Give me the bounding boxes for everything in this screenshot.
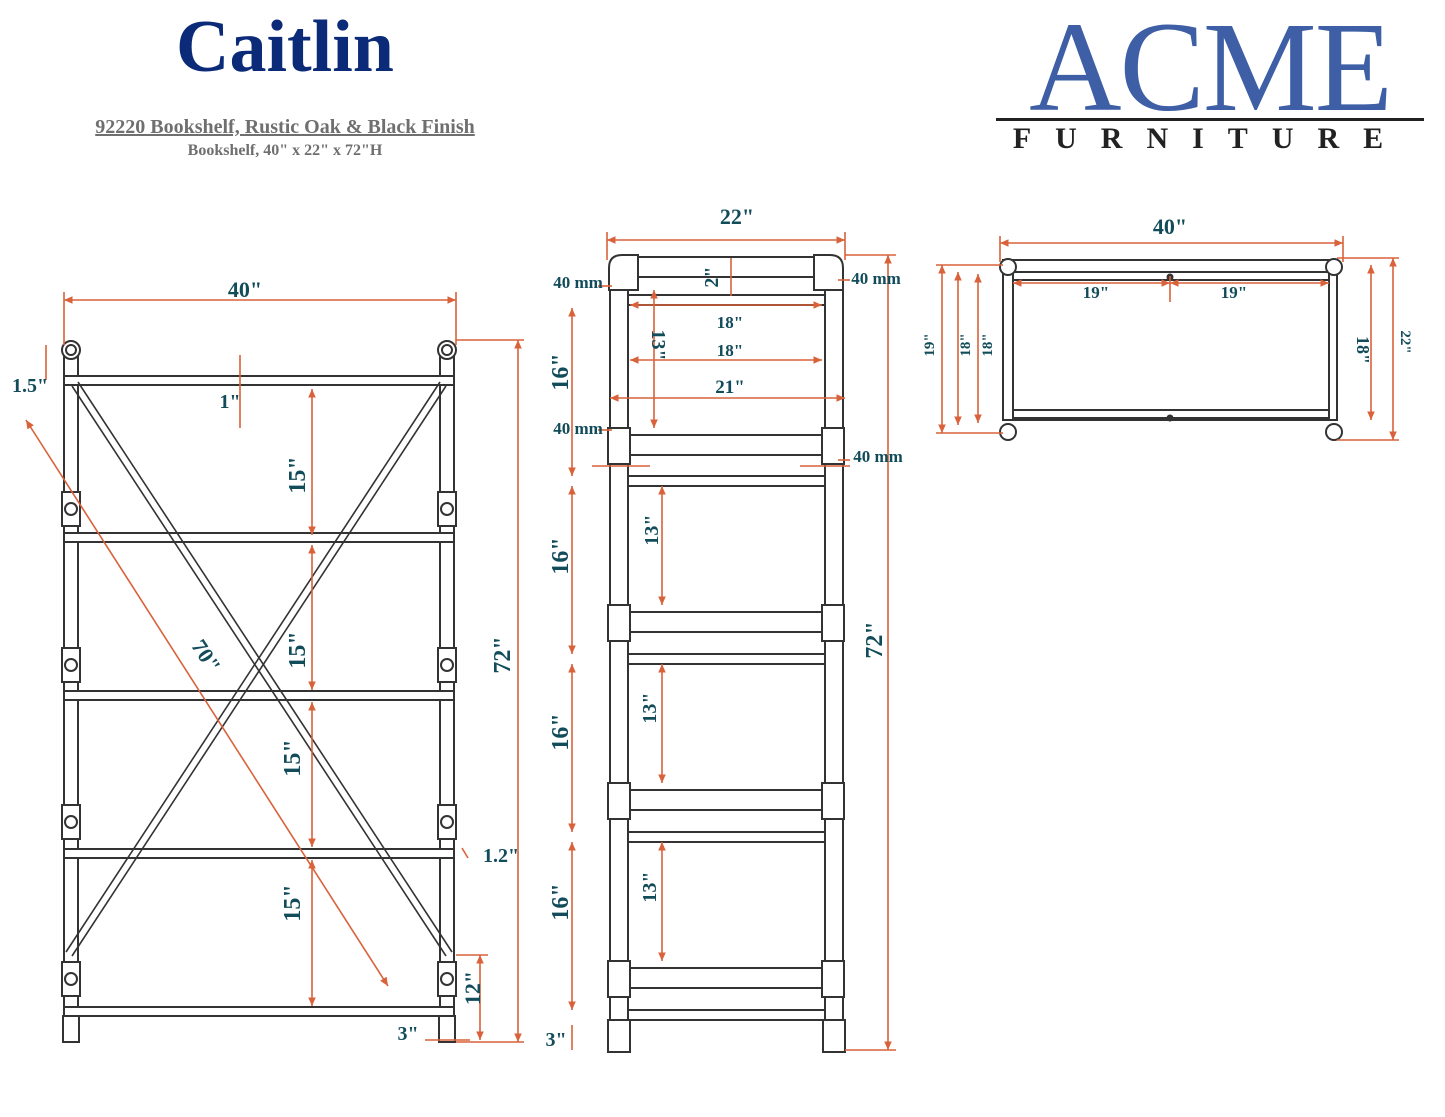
product-size-line: Bookshelf, 40" x 22" x 72"H [187,142,383,159]
side-dimension-lines [568,232,896,1051]
top-depth-left-1: 19" [922,333,938,356]
side-tube-label-3: 40 mm [553,419,603,438]
front-left-top-cap [61,340,81,360]
side-depth-label: 22" [720,204,754,229]
side-left-foot [607,1019,631,1053]
side-tube-label-2: 40 mm [851,269,901,288]
front-x-brace [65,381,453,957]
side-tube-label-1: 40 mm [553,273,603,292]
side-inner-width-3: 21" [715,377,745,398]
top-depth-left-3: 18" [980,333,996,356]
side-top-gap-label: 2" [701,266,723,287]
side-opening-1: 13" [647,329,669,360]
front-width-label: 40" [228,277,262,302]
side-opening-2: 13" [641,514,663,545]
front-height-label: 72" [490,636,516,673]
side-tier-2: 16" [548,537,574,574]
front-shelves [63,375,455,1017]
side-height-label: 72" [862,621,888,658]
front-dimension-lines [25,292,524,1043]
top-depth-left-2: 18" [958,333,974,356]
top-half-width-1: 19" [1083,283,1109,302]
front-right-foot [438,1015,456,1043]
front-view [61,340,457,1043]
side-view [607,254,846,1053]
acme-logo: ACME FURNITURE [994,0,1426,158]
side-shelves [627,294,826,1021]
side-joints [607,427,845,998]
front-top-gap-label: 1" [219,391,240,413]
front-spacing-4: 15" [280,884,306,921]
side-foot-height-label: 3" [545,1029,566,1051]
front-top-overhang-label: 1.5" [12,375,48,397]
top-depth-right-2: 22" [1397,330,1413,353]
side-opening-3: 13" [639,692,661,723]
logo-sub-text: FURNITURE [1012,122,1408,155]
logo-rule [996,118,1424,121]
top-width-label: 40" [1153,214,1187,239]
front-bottom-clearance-label: 12" [460,971,485,1005]
top-half-width-2: 19" [1221,283,1247,302]
front-spacing-1: 15" [285,456,311,493]
side-inner-width-2: 18" [717,341,743,360]
front-diagonal-label: 70" [186,635,226,677]
front-left-foot [62,1015,80,1043]
side-right-foot [822,1019,846,1053]
side-tier-3: 16" [548,713,574,750]
front-right-top-cap [437,340,457,360]
top-dimension-lines [936,236,1399,441]
product-title: Caitlin [176,6,394,88]
front-shelf-thickness-label: 1.2" [483,845,519,867]
side-opening-4: 13" [639,871,661,902]
front-spacing-3: 15" [280,739,306,776]
side-tier-1: 16" [548,353,574,390]
side-tube-label-4: 40 mm [853,447,903,466]
front-left-top-cap-inner [65,344,77,356]
side-inner-width-1: 18" [717,313,743,332]
top-view [999,258,1343,441]
top-depth-right-1: 18" [1353,336,1373,364]
side-dimension-texts: 22" 2" 40 mm 40 mm 40 mm 40 mm 18" 18" 2… [545,204,902,1051]
front-foot-height-label: 3" [397,1023,418,1045]
side-tier-4: 16" [548,883,574,920]
product-subtitle: 92220 Bookshelf, Rustic Oak & Black Fini… [95,116,475,138]
front-spacing-2: 15" [285,631,311,668]
top-dimension-texts: 40" 19" 19" 19" 18" 18" 18" 22" [922,214,1413,364]
logo-main-text: ACME [1029,0,1393,138]
front-right-top-cap-inner [441,344,453,356]
